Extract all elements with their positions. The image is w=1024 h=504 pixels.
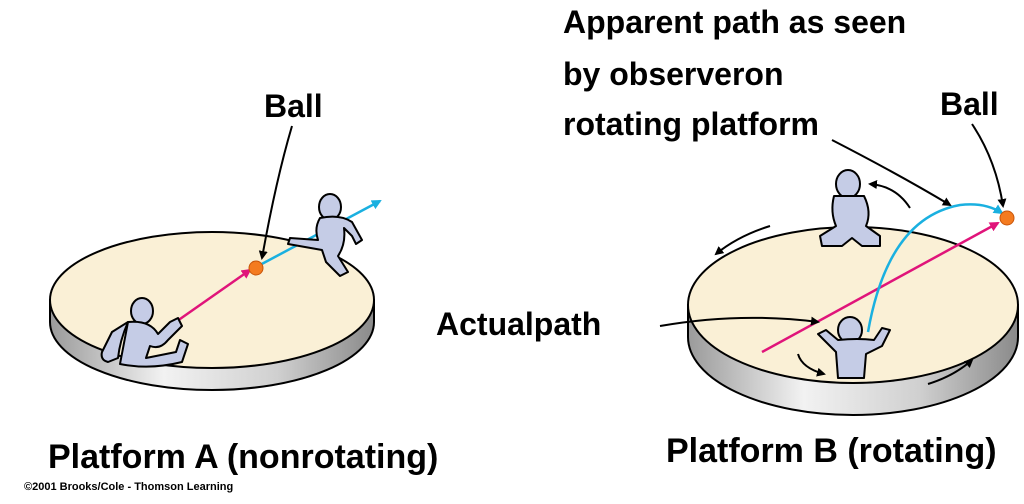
ball-a-leader	[258, 125, 293, 260]
actual-path-label: Actualpath	[436, 306, 602, 342]
seated-person-icon	[817, 316, 891, 379]
ball-label-a: Ball	[264, 88, 323, 124]
rotation-arrow-icon	[797, 353, 826, 377]
rotation-arrow-icon	[927, 358, 974, 385]
rotation-arrow-icon	[868, 180, 911, 209]
ball-label-b: Ball	[940, 86, 999, 122]
ball-dot-icon	[248, 260, 264, 276]
seated-person-icon	[100, 297, 189, 368]
apparent-path-leader	[831, 139, 952, 207]
apparent-path-label-line3: rotating platform	[563, 106, 819, 142]
actual-path-leader	[659, 316, 820, 327]
seated-person-icon	[287, 193, 363, 277]
rotation-arrow-icon	[714, 225, 771, 256]
copyright-note: ©2001 Brooks/Cole - Thomson Learning	[24, 481, 234, 493]
seated-person-icon	[819, 169, 881, 247]
ball-dot-icon	[999, 210, 1015, 226]
apparent-path-label-line2: by observeron	[563, 56, 784, 92]
apparent-path-arrow-b	[866, 203, 1004, 333]
platform-b-caption: Platform B (rotating)	[666, 432, 997, 470]
ball-b-leader	[971, 123, 1007, 208]
apparent-path-label-line1: Apparent path as seen	[563, 4, 907, 40]
platform-a-caption: Platform A (nonrotating)	[48, 438, 439, 476]
